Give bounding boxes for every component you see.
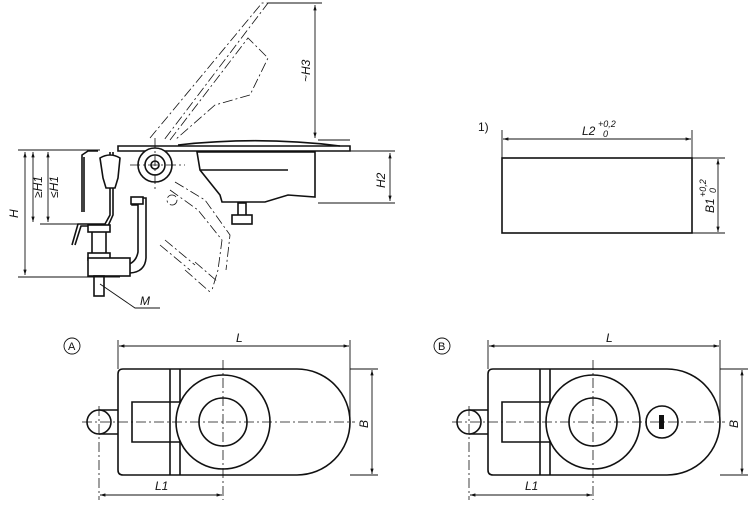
dim-label-L1: L1 — [155, 479, 168, 493]
pan-housing — [196, 151, 316, 203]
dim-label-B1: B1 — [703, 198, 717, 213]
dim-label-B: B — [357, 420, 371, 428]
cutout-rectangle — [501, 157, 693, 234]
dim-label-L: L — [606, 331, 613, 345]
body-outline — [117, 368, 351, 476]
view-marker-b: B — [438, 341, 445, 353]
view-a: A L B L1 — [63, 331, 378, 500]
lid-open-phantom — [149, 2, 269, 141]
nut — [231, 214, 253, 225]
view-b: B L B L1 — [433, 331, 748, 500]
dim-label-H: H — [7, 209, 21, 218]
svg-text:+0,2: +0,2 — [698, 179, 708, 197]
view-marker-a: A — [68, 341, 76, 353]
dim-label-L1: L1 — [525, 479, 538, 493]
footnote-marker: 1) — [478, 120, 489, 134]
keyhole-icon — [659, 415, 664, 429]
seal — [99, 154, 121, 189]
dim-label-H1-min: ≥H1 — [31, 176, 45, 198]
panel-wall — [81, 150, 98, 212]
svg-text:+0,2: +0,2 — [598, 119, 616, 129]
svg-text:0: 0 — [603, 129, 608, 139]
dim-label-B: B — [727, 420, 741, 428]
dim-label-H3: ~H3 — [299, 59, 313, 82]
dim-label-H2: H2 — [374, 172, 388, 188]
svg-text:0: 0 — [708, 188, 718, 193]
dim-label-M: M — [140, 294, 150, 308]
dim-label-H1-max: ≤H1 — [47, 176, 61, 198]
dim-label-L2: L2 — [582, 124, 596, 138]
side-view: H ≥H1 ≤H1 ~H3 H2 M — [7, 2, 395, 309]
dim-label-L: L — [236, 331, 243, 345]
panel-cutout: 1) L2 +0,2 0 B1 +0,2 0 — [478, 119, 725, 234]
